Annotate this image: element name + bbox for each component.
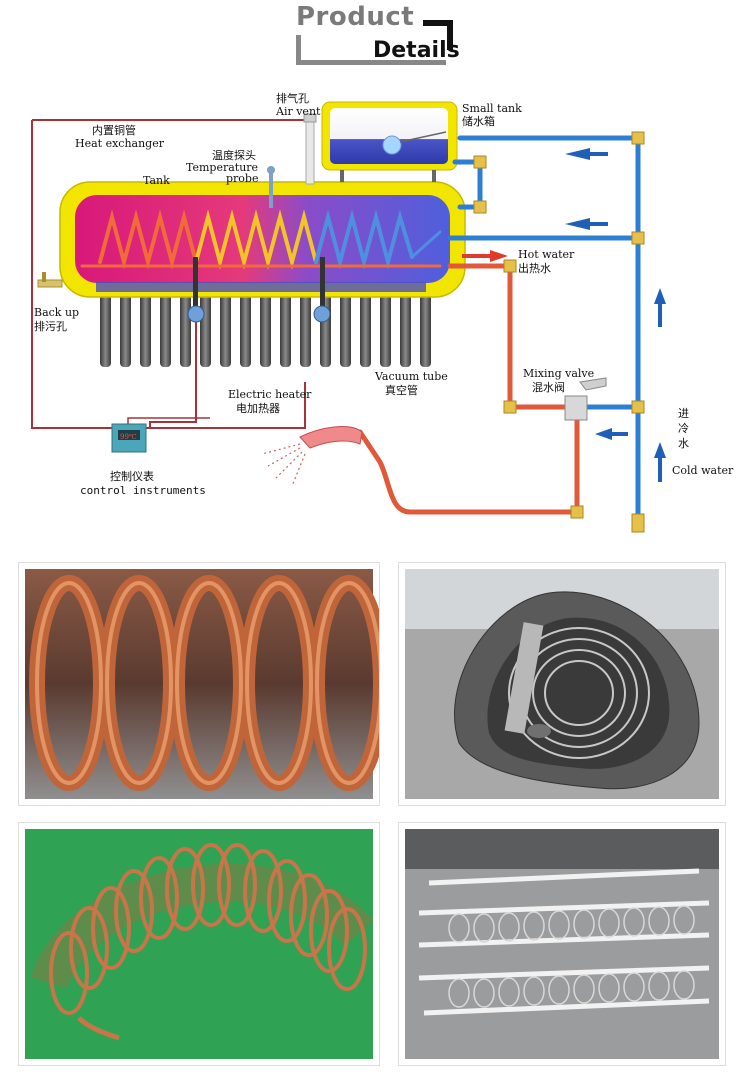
diagram-graphic [31,101,666,533]
label-back-up-cn: 排污孔 [34,320,67,333]
label-control-en: control instruments [80,484,206,497]
cold-water-pipes [447,135,641,530]
label-cold-water-cn3: 水 [678,437,689,450]
electric-heater-left [187,257,205,323]
shower-head [261,426,363,487]
label-vacuum-tube-en: Vacuum tube [375,370,448,383]
label-mixing-valve-cn: 混水阀 [532,381,565,394]
label-heat-exchanger-cn: 内置铜管 [92,124,136,137]
header-decor-bar-vertical [447,20,453,50]
photo-copper-spiral-green [18,822,380,1066]
photo-copper-coil-closeup [18,562,380,806]
label-air-vent-cn: 排气孔 [276,92,309,105]
pipe-fittings [473,131,645,533]
label-small-tank-cn: 储水箱 [462,115,495,128]
header-title-bottom: Details [373,38,460,63]
header-decor-line-left [296,35,301,65]
label-small-tank-en: Small tank [462,102,522,115]
solar-heater-diagram: 内置铜管 Heat exchanger Tank 温度探头 Temperatur… [0,82,750,542]
hot-water-pipes [357,263,580,515]
small-tank [321,101,458,182]
controller-box [111,423,147,453]
label-temp-probe-cn: 温度探头 [212,149,256,162]
label-electric-heater-en: Electric heater [228,388,312,401]
label-hot-water-en: Hot water [518,248,575,261]
electric-heater-right [313,257,331,323]
label-air-vent-en: Air vent [276,105,321,118]
section-header: Product Details [0,0,750,80]
label-hot-water-cn: 出热水 [518,262,551,275]
header-title-top: Product [296,2,415,32]
label-temp-probe-en2: probe [226,172,259,185]
vacuum-tubes [100,287,431,367]
flow-arrows [565,148,666,482]
hot-water-arrow [462,250,508,262]
label-cold-water-cn1: 进 [678,407,689,420]
label-heat-exchanger-en: Heat exchanger [75,137,164,150]
mixing-valve [564,377,607,421]
label-tank: Tank [143,174,170,187]
label-cold-water-en: Cold water [672,464,734,477]
label-control-cn: 控制仪表 [110,470,154,483]
header-decor-bar [423,20,453,26]
air-vent-pipe [303,113,317,185]
photo-steel-coil-tank [398,562,726,806]
label-electric-heater-cn: 电加热器 [236,402,280,415]
label-mixing-valve-en: Mixing valve [523,367,595,380]
heat-exchanger-coil [80,209,442,270]
label-cold-water-cn2: 冷 [678,422,689,435]
header-underline [296,60,446,65]
backup-valve [37,272,63,288]
controller-display-value: 99℃ [120,433,137,441]
label-back-up-en: Back up [34,306,80,319]
label-temp-probe-en1: Temperature [186,161,259,174]
label-vacuum-tube-cn: 真空管 [385,384,418,397]
temperature-probe [267,166,275,208]
photo-steel-coils-rack [398,822,726,1066]
